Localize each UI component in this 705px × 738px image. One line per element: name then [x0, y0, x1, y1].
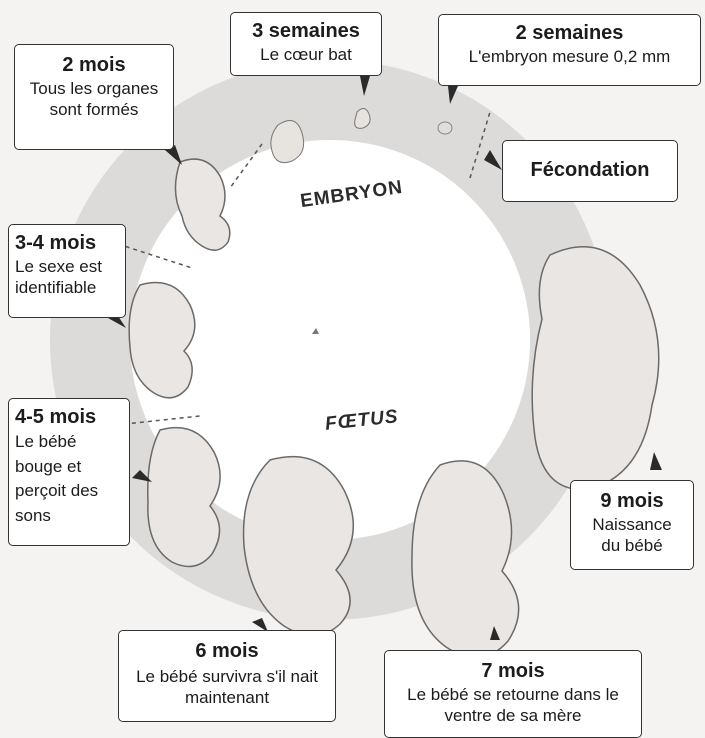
milestone-2-months: 2 mois Tous les organes sont formés [14, 44, 174, 150]
fetus-4-5-months-illustration [148, 428, 220, 567]
fetus-9-months-illustration [532, 247, 659, 490]
milestone-6-months: 6 mois Le bébé survivra s'il nait mainte… [118, 630, 336, 722]
milestone-3-4-months: 3-4 mois Le sexe est identifiable [8, 224, 126, 318]
milestone-title: 4-5 mois [15, 405, 129, 430]
fecondation-label: Fécondation [503, 158, 677, 183]
fetus-7-months-illustration [412, 461, 519, 658]
embryo-2-weeks-illustration [438, 122, 452, 134]
fecondation-box: Fécondation [502, 140, 678, 202]
milestone-3-weeks: 3 semaines Le cœur bat [230, 12, 382, 76]
milestone-desc: L'embryon mesure 0,2 mm [439, 46, 700, 67]
milestone-title: 7 mois [385, 659, 641, 684]
embryo-3-weeks-illustration [355, 108, 370, 128]
milestone-title: 6 mois [119, 639, 335, 664]
milestone-title: 9 mois [571, 489, 693, 514]
milestone-4-5-months: 4-5 mois Le bébé bouge et perçoit des so… [8, 398, 130, 546]
milestone-title: 2 semaines [439, 21, 700, 46]
milestone-title: 3-4 mois [15, 231, 125, 256]
milestone-desc: Le cœur bat [231, 44, 381, 65]
milestone-desc: Le bébé survivra s'il nait maintenant [119, 664, 335, 709]
milestone-2-weeks: 2 semaines L'embryon mesure 0,2 mm [438, 14, 701, 86]
milestone-desc: Tous les organes sont formés [15, 78, 173, 121]
pointer-9-months [650, 452, 662, 470]
milestone-7-months: 7 mois Le bébé se retourne dans le ventr… [384, 650, 642, 738]
milestone-title: 2 mois [15, 53, 173, 78]
milestone-desc: Le bébé se retourne dans le ventre de sa… [385, 684, 641, 727]
milestone-title: 3 semaines [231, 19, 381, 44]
milestone-desc: Le sexe est identifiable [15, 256, 125, 299]
milestone-9-months: 9 mois Naissance du bébé [570, 480, 694, 570]
milestone-desc: Naissance du bébé [571, 514, 693, 557]
milestone-desc: Le bébé bouge et perçoit des sons [15, 430, 129, 529]
